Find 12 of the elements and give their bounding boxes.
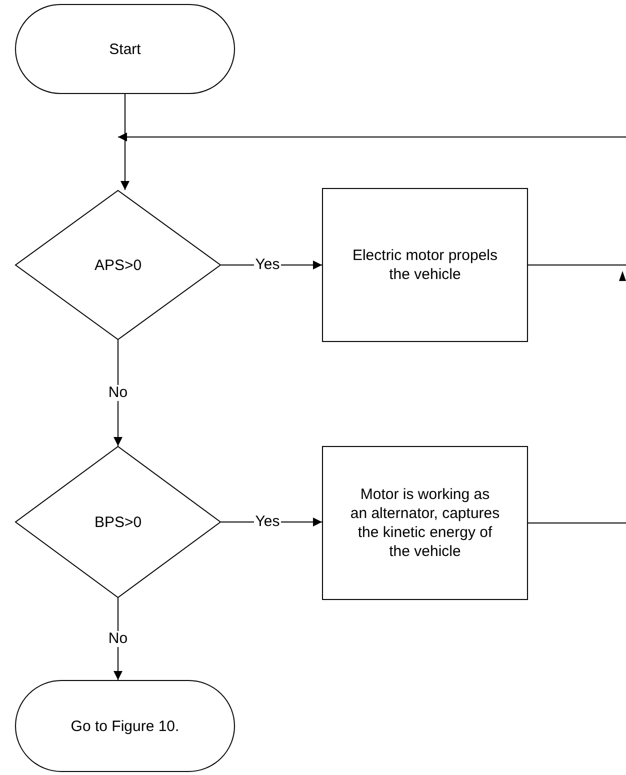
node-text: Go to Figure 10. <box>70 716 180 736</box>
node-text: Electric motor propels the vehicle <box>351 246 499 284</box>
node-text: BPS>0 <box>94 512 142 532</box>
edge-label: No <box>107 631 129 647</box>
edge-label: No <box>107 385 129 401</box>
node-text: Motor is working as an alternator, captures the kinetic energy of the vehicle <box>350 485 500 561</box>
arrow <box>114 598 122 680</box>
arrow <box>118 132 626 142</box>
arrow <box>114 340 122 446</box>
node-text: Start <box>109 40 141 58</box>
arrow <box>120 94 130 190</box>
node-text: APS>0 <box>94 256 142 274</box>
